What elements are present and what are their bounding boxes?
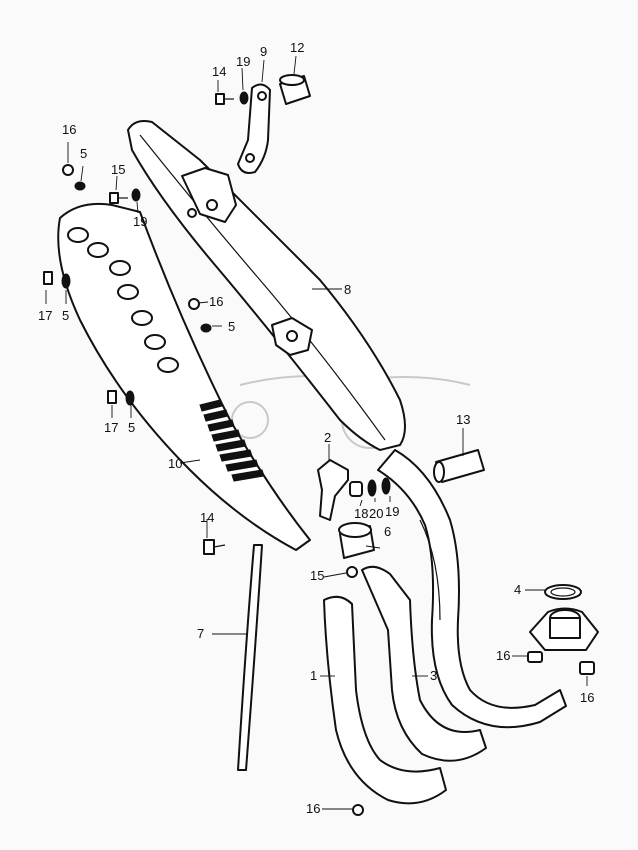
screw-16-mid	[188, 298, 200, 310]
nut-18	[349, 481, 363, 497]
washer-19-mid	[131, 188, 141, 202]
screw-16-low	[107, 390, 117, 404]
exhaust-flange	[529, 607, 599, 651]
bolt-13	[203, 539, 226, 555]
callout-13: 14	[200, 510, 214, 525]
muffler-body	[127, 120, 406, 451]
collar-12	[433, 449, 485, 483]
callout-20: 20	[369, 506, 383, 521]
callout-19: 19	[133, 214, 147, 229]
callout-4: 4	[514, 582, 521, 597]
callout-10: 7	[197, 626, 204, 641]
callout-18: 18	[354, 506, 368, 521]
callout-19: 19	[385, 504, 399, 519]
leader-lines	[45, 55, 588, 810]
washer-5-top	[74, 181, 86, 191]
callout-5: 5	[228, 319, 235, 334]
exhaust-gasket	[544, 584, 582, 600]
washer-20	[367, 479, 377, 497]
callout-3: 3	[430, 668, 437, 683]
part-callouts: 16 5 14 19 9 12 15 19 8 16 5 17 5 17 5 1…	[38, 40, 594, 816]
callout-19: 19	[236, 54, 250, 69]
callout-9: 10	[168, 456, 182, 471]
screw-16-left	[43, 271, 53, 285]
muffler-guard	[323, 595, 447, 805]
callout-8: 9	[260, 44, 267, 59]
hose	[237, 544, 263, 771]
washer-5-left	[61, 273, 71, 289]
screw-15-top	[346, 566, 358, 578]
rubber-mount	[338, 522, 375, 559]
callout-5: 5	[80, 146, 87, 161]
collar	[279, 74, 311, 105]
callout-5: 5	[62, 308, 69, 323]
flange-nut	[527, 651, 595, 675]
bolt-14-top	[215, 93, 234, 105]
callout-17: 16	[496, 648, 510, 663]
muffler-stay	[317, 459, 349, 521]
washer-5-low	[125, 390, 135, 406]
callout-16: 16	[62, 122, 76, 137]
callout-2: 2	[324, 430, 331, 445]
callout-15: 15	[310, 568, 324, 583]
screw-15-bottom	[352, 804, 364, 816]
callout-6: 6	[384, 524, 391, 539]
washer-19-top	[239, 91, 249, 105]
washer-19	[381, 477, 391, 495]
muffler-bracket	[237, 83, 271, 174]
washer-5-mid	[200, 323, 212, 333]
callout-7: 8	[344, 282, 351, 297]
guard-stay	[361, 565, 487, 762]
callout-15: 16	[306, 801, 320, 816]
callout-12: 13	[456, 412, 470, 427]
callout-1: 1	[310, 668, 317, 683]
callout-16: 17	[104, 420, 118, 435]
callout-16: 16	[209, 294, 223, 309]
callout-11: 12	[290, 40, 304, 55]
exhaust-pipe	[377, 449, 567, 729]
heat-shield	[57, 202, 311, 551]
callout-17: 16	[580, 690, 594, 705]
bolt-14-mid	[109, 192, 128, 204]
callout-5: 5	[128, 420, 135, 435]
callout-14: 14	[212, 64, 226, 79]
screw-16-top	[62, 164, 74, 176]
callout-16: 17	[38, 308, 52, 323]
callout-14: 15	[111, 162, 125, 177]
